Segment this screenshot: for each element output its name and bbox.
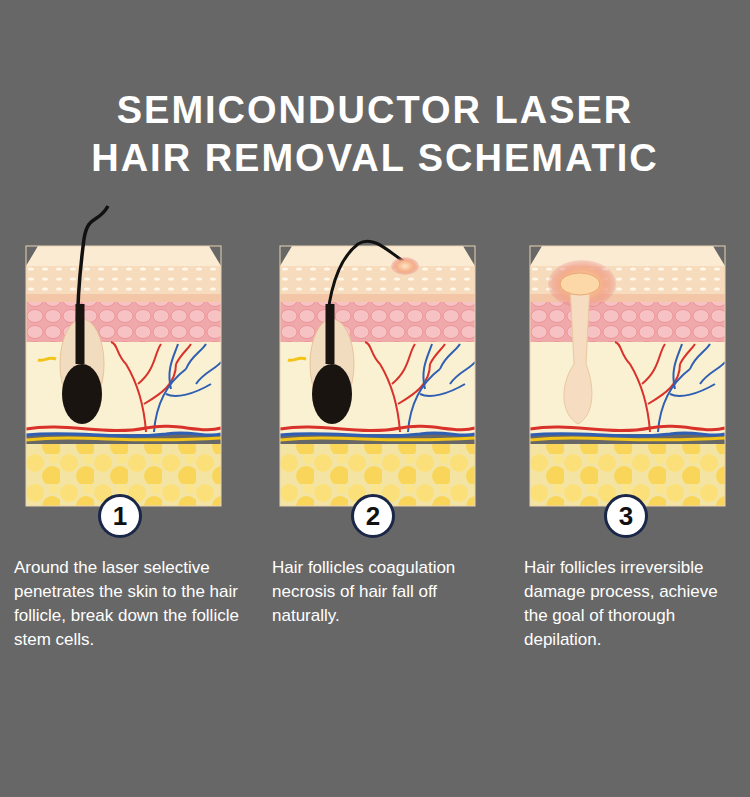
callout-number: 1 (113, 503, 127, 529)
step-caption: Around the laser selective penetrates th… (14, 556, 246, 652)
step-number-circle: 3 (604, 494, 648, 538)
step-caption: Hair follicles coagulation necrosis of h… (272, 556, 496, 628)
callout-number: 3 (619, 503, 633, 529)
callout-number: 2 (366, 503, 380, 529)
step-number-circle: 1 (98, 494, 142, 538)
step-number-circle: 2 (351, 494, 395, 538)
page-title: SEMICONDUCTOR LASER HAIR REMOVAL SCHEMAT… (0, 86, 750, 182)
step-caption: Hair follicles irreversible damage proce… (524, 556, 746, 652)
